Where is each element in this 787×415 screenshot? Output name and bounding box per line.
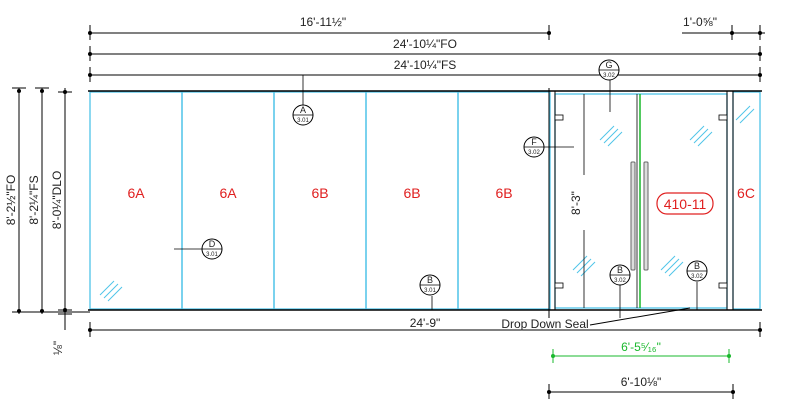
door-pulls xyxy=(630,161,649,271)
dimension-ticks-bottom xyxy=(88,328,762,394)
dimension-ticks-left xyxy=(17,89,67,313)
panel-label-5: 6B xyxy=(495,185,512,201)
svg-text:A: A xyxy=(300,105,306,115)
panel-label-2: 6A xyxy=(219,185,237,201)
dim-top-right: 1'-0⅝" xyxy=(683,15,717,29)
callout-g: G 3.02 xyxy=(598,59,620,81)
glass-hatches xyxy=(99,105,755,302)
door-tag: 410-11 xyxy=(664,196,707,212)
svg-text:3.02: 3.02 xyxy=(691,274,703,280)
panel-label-6: 6C xyxy=(737,185,755,201)
dim-door-opening: 6'-5⁵⁄₁₆" xyxy=(621,340,661,354)
dim-left-fs: 8'-2¼"FS xyxy=(27,175,41,224)
dimension-ticks-top xyxy=(88,31,762,77)
panel-label-3: 6B xyxy=(311,185,328,201)
svg-text:G: G xyxy=(605,60,612,70)
svg-text:B: B xyxy=(617,265,623,275)
svg-text:B: B xyxy=(427,275,433,285)
head-sill-lines xyxy=(88,90,762,311)
callout-b-2: B 3.02 xyxy=(609,264,631,286)
svg-text:3.01: 3.01 xyxy=(206,252,218,258)
dim-door-frame: 6'-10⅛" xyxy=(621,375,662,389)
seal-label: Drop Down Seal xyxy=(501,317,588,331)
dim-left-fo: 8'-2½"FO xyxy=(4,175,18,226)
dim-top-width: 16'-11½" xyxy=(300,15,346,29)
svg-text:3.01: 3.01 xyxy=(424,288,436,294)
callout-d: D 3.01 xyxy=(201,238,223,260)
svg-text:D: D xyxy=(209,239,216,249)
dimension-lines-left xyxy=(12,87,90,330)
panel-frame-5 xyxy=(457,91,551,310)
dim-overall-fs: 24'-10¼"FS xyxy=(394,58,457,72)
svg-text:3.02: 3.02 xyxy=(603,73,615,79)
panel-label-1: 6A xyxy=(127,185,145,201)
door-posts xyxy=(548,88,734,318)
dim-door-height: 8'-3" xyxy=(569,191,583,215)
svg-text:3.01: 3.01 xyxy=(297,118,309,124)
callout-f: F 3.02 xyxy=(523,136,545,158)
dim-bottom-width: 24'-9" xyxy=(410,316,441,330)
dim-left-small: ⅛" xyxy=(51,341,65,355)
svg-text:3.02: 3.02 xyxy=(528,150,540,156)
dimension-lines-top xyxy=(89,25,765,82)
callout-b-1: B 3.01 xyxy=(419,274,441,296)
dim-overall-fo: 24'-10¼"FO xyxy=(393,37,457,51)
svg-text:F: F xyxy=(531,137,537,147)
panel-label-4: 6B xyxy=(403,185,420,201)
hinge-brackets xyxy=(554,114,728,289)
svg-text:B: B xyxy=(694,261,700,271)
door-tag-outline xyxy=(656,192,714,215)
callout-leaders xyxy=(174,75,698,318)
callout-b-3: B 3.02 xyxy=(686,260,708,282)
svg-text:3.02: 3.02 xyxy=(614,278,626,284)
callout-a: A 3.01 xyxy=(292,104,314,126)
dimension-ticks-green xyxy=(551,354,731,358)
dim-left-dlo: 8'-0¼"DLO xyxy=(50,171,64,230)
